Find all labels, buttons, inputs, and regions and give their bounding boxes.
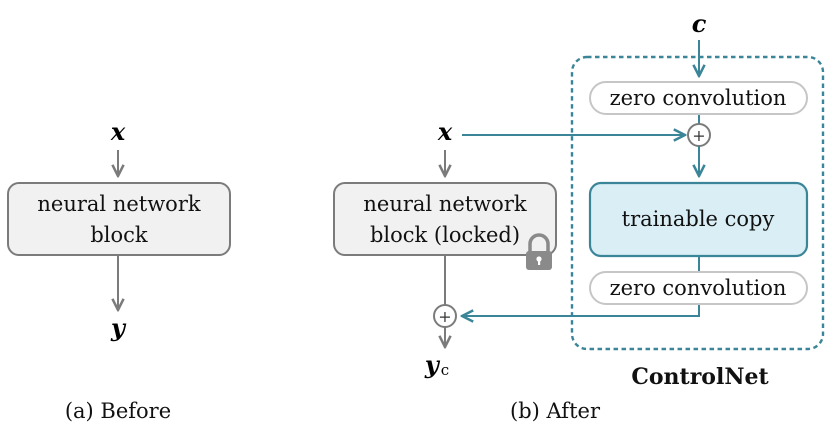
locked-nn-block-line1: neural network: [363, 192, 526, 216]
locked-nn-block-line2: block (locked): [370, 223, 520, 247]
before-nn-block-line2: block: [90, 223, 148, 247]
after-output-label-main: y: [424, 350, 441, 379]
zero-conv-to-output-sum-arrow: [462, 305, 700, 316]
before-nn-block: [7, 182, 231, 256]
controlnet-dashed-border: [570, 55, 825, 351]
before-output-label: y: [110, 313, 127, 342]
output-sum-symbol: +: [438, 307, 451, 326]
zero-conv-top-label: zero convolution: [610, 86, 787, 110]
trainable-copy-block: [588, 181, 809, 258]
trainable-copy-label: trainable copy: [622, 207, 775, 231]
before-panel: x neural network block y (a) Before: [7, 117, 231, 423]
controlnet-group: c zero convolution + trainable copy zero…: [462, 9, 825, 390]
before-nn-block-line1: neural network: [37, 192, 200, 216]
before-caption: (a) Before: [65, 399, 171, 423]
after-output-label-sub: c: [441, 361, 449, 379]
lock-icon: [526, 233, 552, 270]
zero-conv-bottom: [589, 271, 808, 305]
after-input-label: x: [437, 117, 453, 146]
zero-conv-top: [589, 81, 808, 115]
control-sum-symbol: +: [692, 126, 705, 145]
zero-conv-bottom-label: zero convolution: [610, 276, 787, 300]
controlnet-title: ControlNet: [631, 364, 769, 390]
condition-label: c: [692, 9, 707, 38]
after-caption: (b) After: [510, 399, 601, 423]
before-input-label: x: [110, 117, 126, 146]
locked-nn-block: [333, 182, 557, 256]
